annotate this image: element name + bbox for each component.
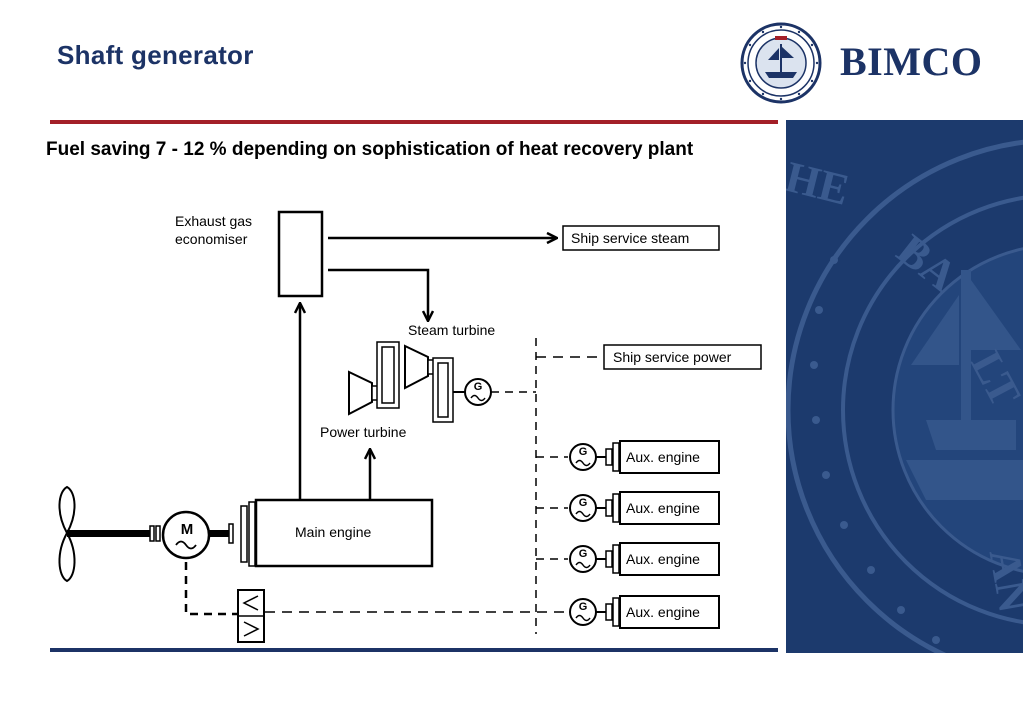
aux-engine-2: G Aux. engine xyxy=(569,491,720,525)
aux-engine-3: G Aux. engine xyxy=(569,542,720,576)
exhaust-gas-economiser-box xyxy=(277,210,324,298)
power-turbine-label: Power turbine xyxy=(320,424,407,440)
coupling-2 xyxy=(432,357,454,423)
aux-engine-4: G Aux. engine xyxy=(569,595,720,629)
steam-turbine-icon xyxy=(404,344,429,390)
aux-engine-label: Aux. engine xyxy=(626,449,700,465)
aux-engine-box xyxy=(619,440,720,474)
power-turbine-icon xyxy=(348,370,373,416)
aux-engine-label: Aux. engine xyxy=(626,551,700,567)
bimco-logo: BIMCO xyxy=(738,22,1000,104)
slide-title: Shaft generator xyxy=(57,40,254,70)
decorative-seal-panel: HE BA LT AN xyxy=(786,120,1023,653)
main-engine-box xyxy=(254,498,434,568)
aux-engine-box xyxy=(619,491,720,525)
subtitle: Fuel saving 7 - 12 % depending on sophis… xyxy=(46,139,694,160)
aux-engine-label: Aux. engine xyxy=(626,500,700,516)
shaft-generator-diagram: Exhaust gas economiser Ship service stea… xyxy=(58,210,762,643)
ship-service-steam-box xyxy=(562,225,720,251)
electrical-bus xyxy=(184,338,603,634)
aux-engine-1: G Aux. engine xyxy=(569,440,720,474)
svg-text:HE: HE xyxy=(786,152,854,215)
steam-to-turbine-arrow xyxy=(328,268,428,320)
exhaust-gas-label-line2: economiser xyxy=(175,231,248,247)
aux-engine-box xyxy=(619,595,720,629)
top-divider xyxy=(50,120,778,124)
aux-engine-label: Aux. engine xyxy=(626,604,700,620)
seal-watermark-icon: HE BA LT AN xyxy=(786,139,1023,653)
aux-engine-box xyxy=(619,542,720,576)
exhaust-gas-label-line1: Exhaust gas xyxy=(175,213,252,229)
main-engine-label: Main engine xyxy=(295,524,371,540)
coupling-1 xyxy=(376,341,400,409)
ship-service-power-label: Ship service power xyxy=(613,349,732,365)
ship-service-steam-label: Ship service steam xyxy=(571,230,689,246)
aux-generator-symbol: G xyxy=(579,446,588,458)
aux-generator-symbol: G xyxy=(579,497,588,509)
propeller-shaft xyxy=(67,530,150,537)
steam-turbine-label: Steam turbine xyxy=(408,322,495,338)
turbine-generator-symbol: G xyxy=(474,381,483,393)
motor-symbol: M xyxy=(181,521,194,538)
aux-generator-symbol: G xyxy=(579,601,588,613)
bimco-seal-icon xyxy=(740,22,822,104)
propeller-icon xyxy=(58,485,76,583)
bottom-divider xyxy=(50,648,778,652)
aux-generator-symbol: G xyxy=(579,548,588,560)
turbine-assembly: G xyxy=(348,341,492,423)
bimco-wordmark: BIMCO xyxy=(840,39,983,84)
ship-service-power-box xyxy=(603,344,762,370)
frequency-converter-icon xyxy=(237,589,265,643)
svg-text:AN: AN xyxy=(980,545,1023,616)
